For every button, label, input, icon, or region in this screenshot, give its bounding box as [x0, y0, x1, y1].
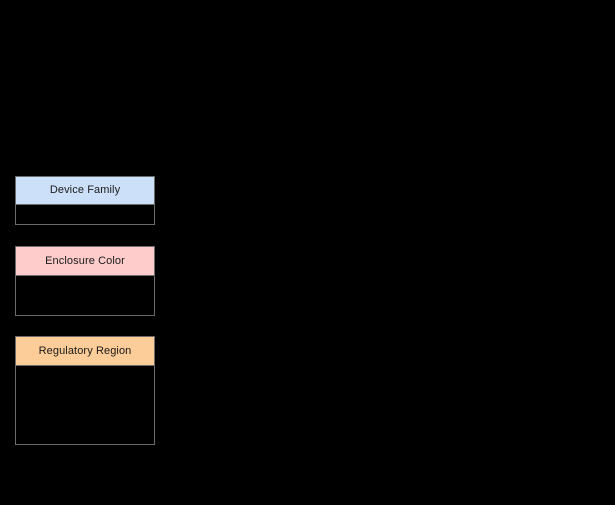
panel-enclosure-color-header: Enclosure Color — [16, 247, 154, 276]
panel-regulatory-region-title: Regulatory Region — [38, 344, 132, 357]
panel-device-family[interactable]: Device Family — [15, 176, 155, 225]
panel-regulatory-region-header: Regulatory Region — [16, 337, 154, 366]
panel-enclosure-color-title: Enclosure Color — [45, 254, 125, 267]
panel-regulatory-region[interactable]: Regulatory Region — [15, 336, 155, 445]
panel-device-family-title: Device Family — [49, 184, 121, 196]
panel-enclosure-color-body — [16, 276, 154, 315]
panel-regulatory-region-body — [16, 366, 154, 444]
panel-device-family-body — [16, 205, 154, 224]
panel-device-family-header: Device Family — [16, 177, 154, 205]
panel-enclosure-color[interactable]: Enclosure Color — [15, 246, 155, 316]
